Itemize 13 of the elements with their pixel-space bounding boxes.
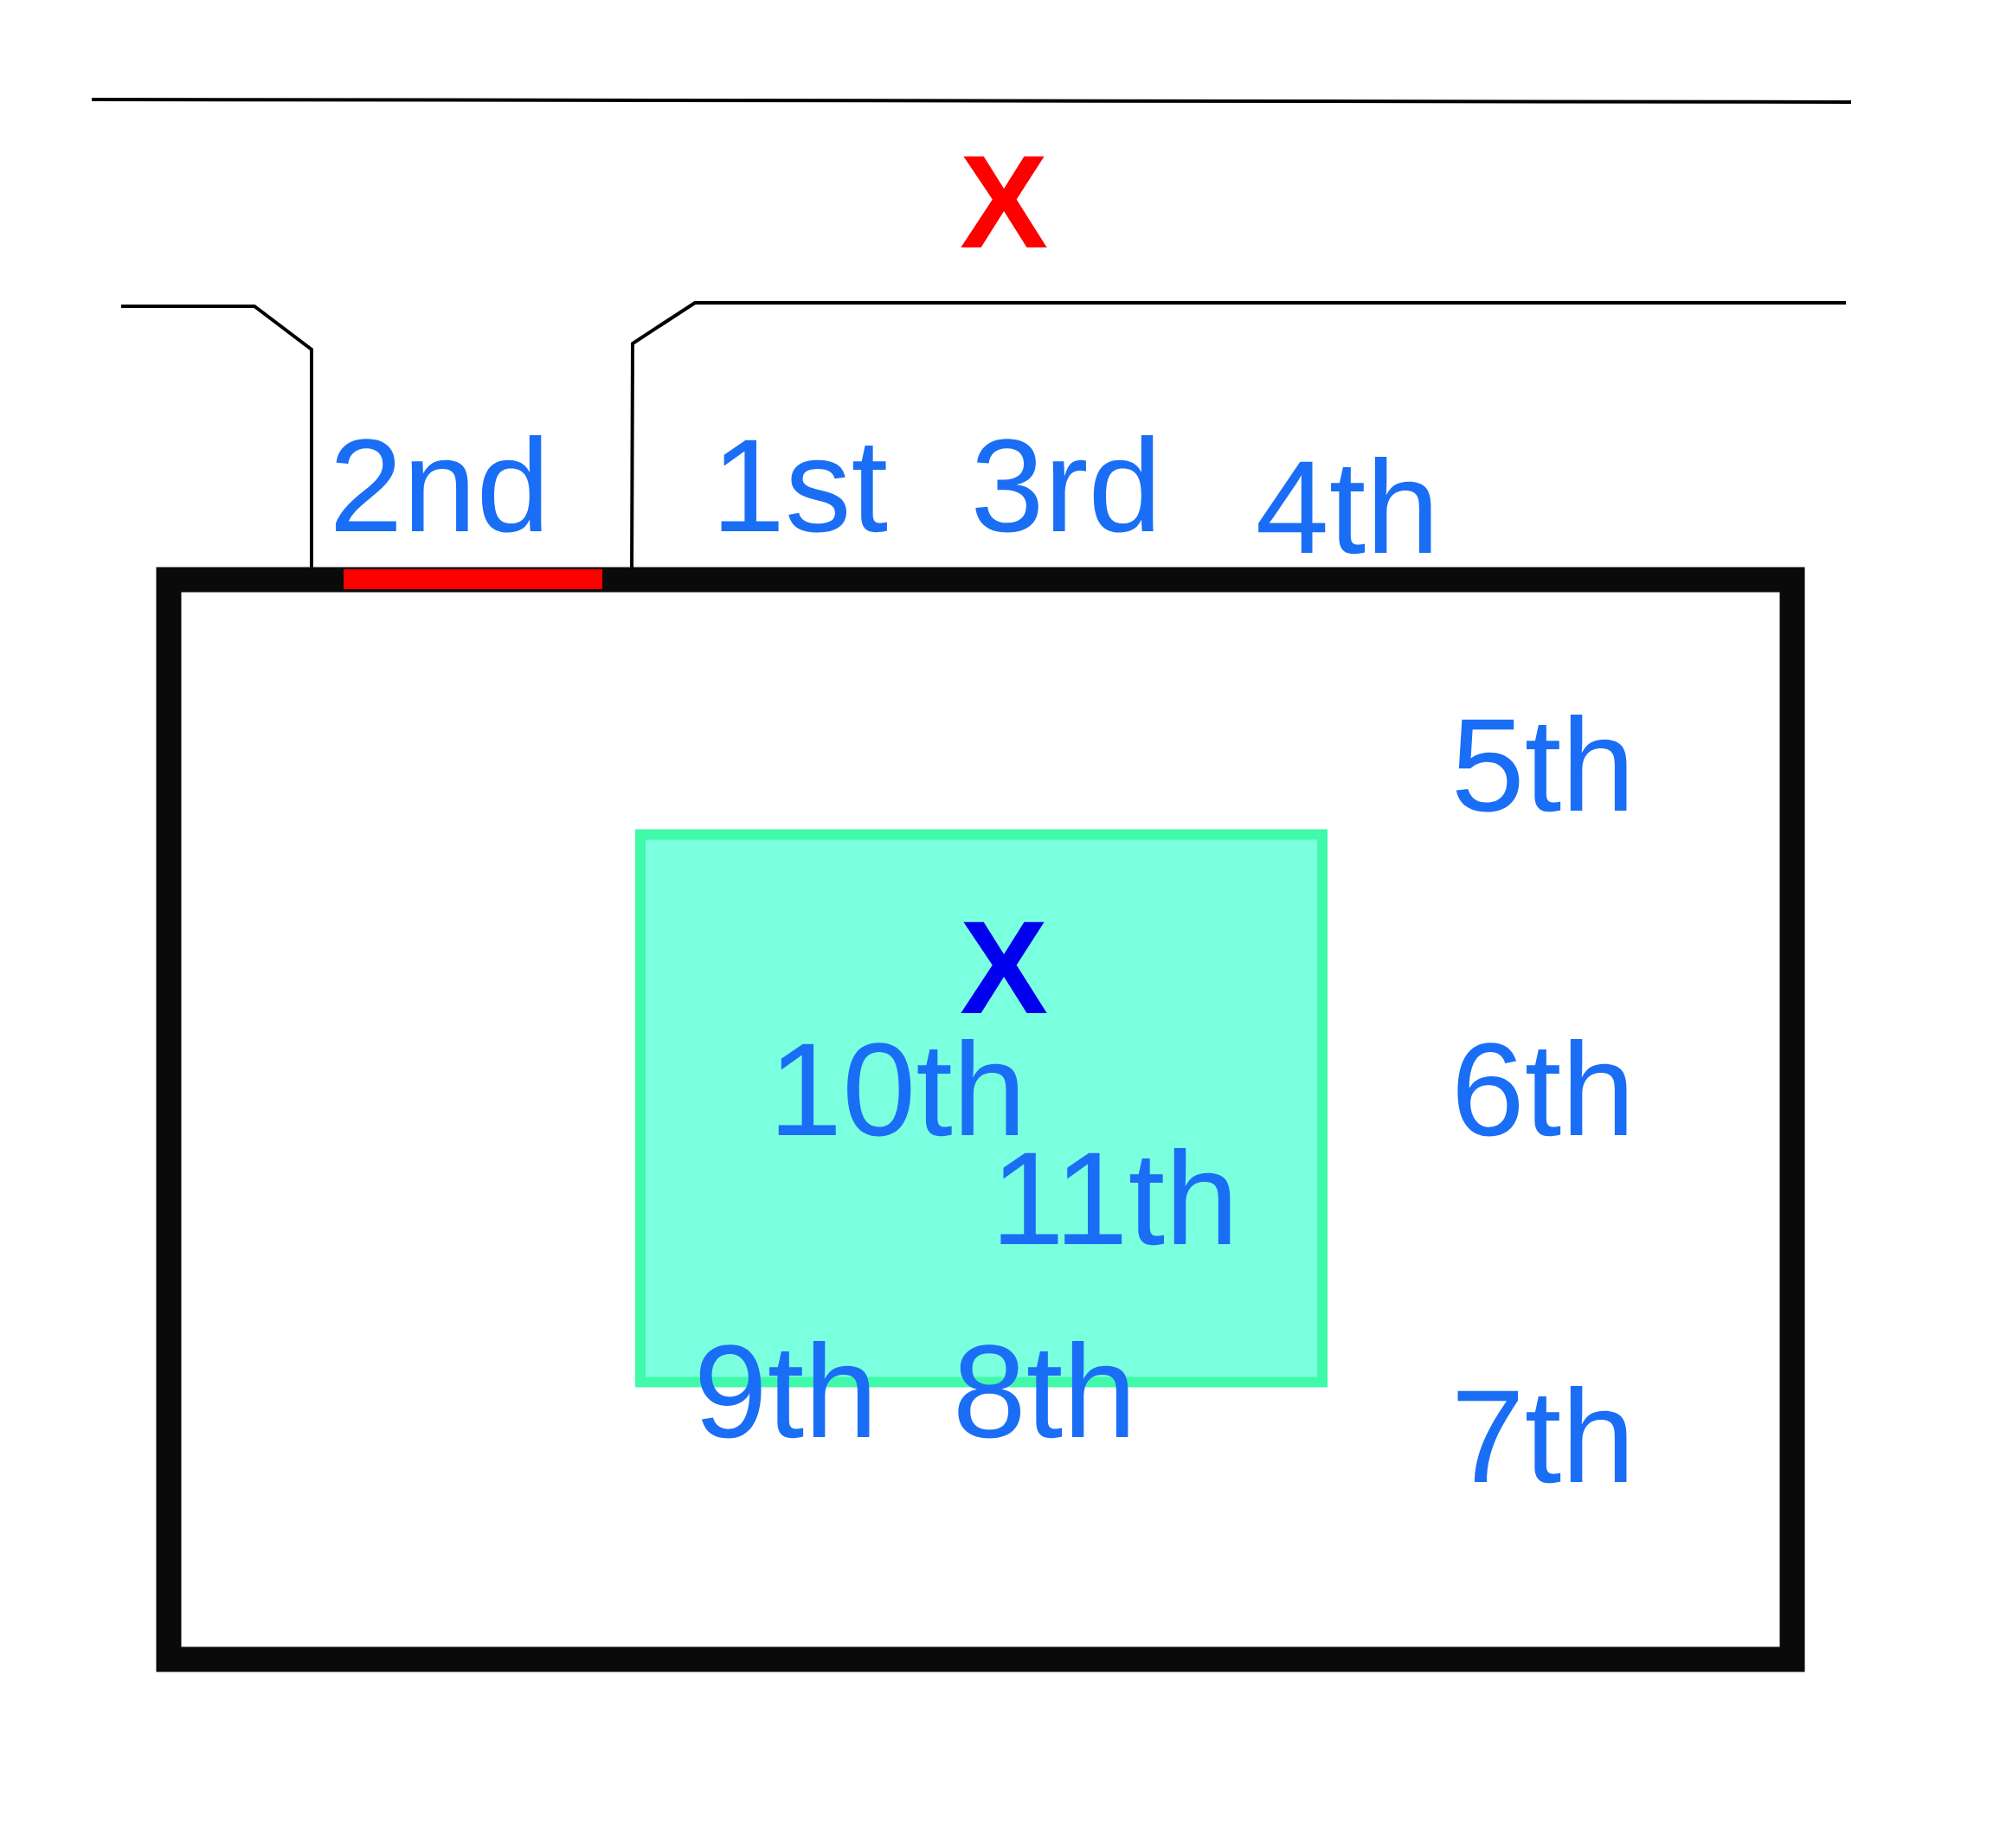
ordinal-label: 4th [1258, 457, 1431, 555]
ordinal-label: 7th [1457, 1386, 1627, 1484]
ordinal-label: 6th [1457, 1039, 1627, 1137]
x-mark-label: X [961, 156, 1047, 247]
entrance-bar [344, 569, 602, 589]
ordinal-label: 1st [721, 440, 887, 533]
ordinal-label: 5th [1456, 715, 1627, 812]
ordinal-label: 2nd [336, 435, 542, 533]
ordinal-label: 3rd [975, 435, 1154, 533]
outer-frame-box [156, 567, 1805, 1672]
ordinal-label: 10th [778, 1039, 1018, 1137]
x-mark-label: X [961, 921, 1047, 1013]
ordinal-label: 11th [1000, 1148, 1231, 1246]
